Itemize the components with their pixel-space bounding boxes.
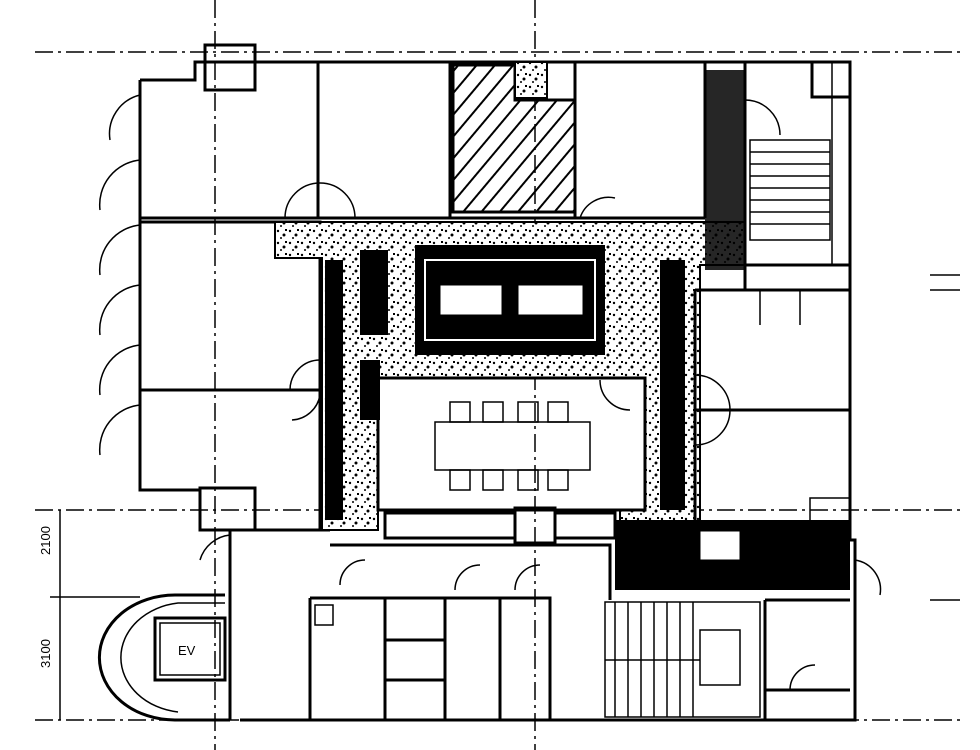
dimension-3100: 3100: [38, 639, 53, 668]
meeting-table: [434, 421, 591, 471]
right-rooms: [693, 62, 882, 596]
bottom-rooms: [199, 530, 850, 720]
meeting-room: [376, 376, 647, 545]
stairs-top: [749, 139, 831, 241]
elevator: EV: [97, 593, 230, 722]
left-door-swings: [98, 94, 141, 456]
dimension-2100: 2100: [38, 526, 53, 555]
stairs-bottom: [604, 601, 761, 718]
top-rooms: [140, 61, 707, 220]
left-rooms: [140, 220, 330, 532]
outer-walls: [138, 43, 857, 722]
core-shaft: [274, 70, 850, 590]
elevator-label: EV: [178, 643, 196, 658]
dimension-lines: 2100 3100: [38, 510, 140, 720]
